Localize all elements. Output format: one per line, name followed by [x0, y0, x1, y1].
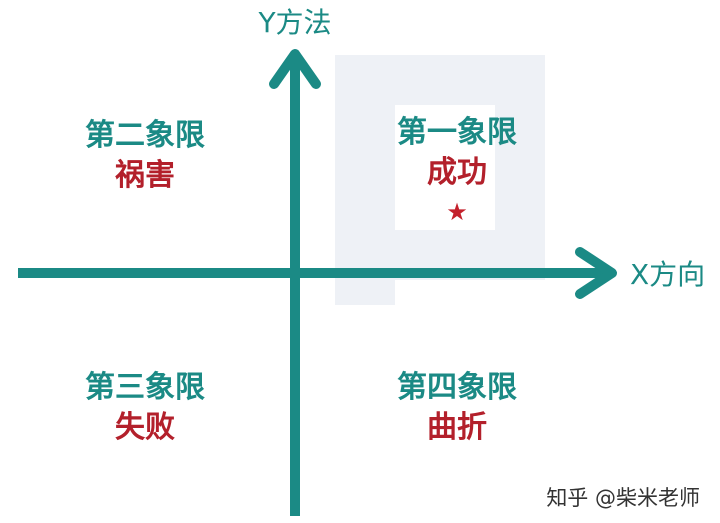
x-axis-arrowhead — [575, 247, 617, 299]
quadrant-3-title: 第三象限 — [85, 370, 205, 405]
star-icon: ★ — [446, 198, 468, 226]
quadrant-1-subtitle: 成功 — [427, 155, 487, 190]
quadrant-3-subtitle: 失败 — [115, 410, 175, 445]
y-axis-label: Y方法 — [257, 6, 331, 39]
quadrant-4-title: 第四象限 — [397, 370, 517, 405]
quadrant-2-title: 第二象限 — [85, 118, 205, 153]
background-logo-decoration — [335, 55, 545, 305]
quadrant-4-subtitle: 曲折 — [427, 410, 487, 445]
y-axis-arrowhead — [269, 49, 321, 89]
x-axis-label: X方向 — [630, 258, 705, 291]
quadrant-2-subtitle: 祸害 — [115, 158, 175, 193]
quadrant-1-title: 第一象限 — [397, 115, 517, 150]
watermark-text: 知乎 @柴米老师 — [546, 486, 700, 510]
